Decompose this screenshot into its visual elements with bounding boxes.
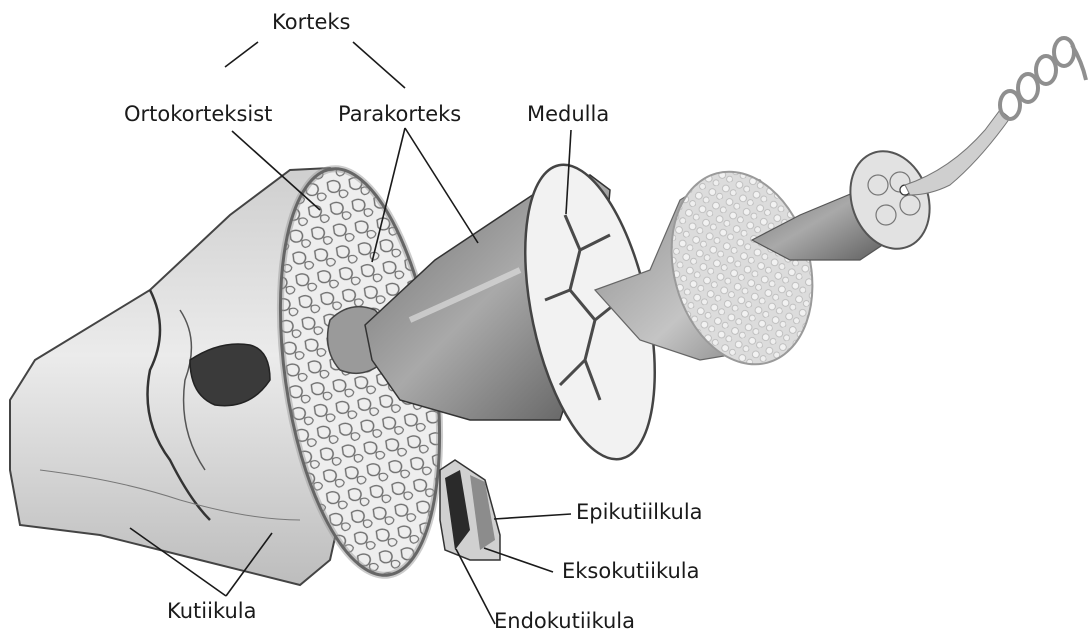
parakorteks-label: Parakorteks bbox=[338, 104, 461, 125]
eksokutiikula-label: Eksokutiikula bbox=[562, 561, 699, 582]
endokutiikula-label: Endokutiikula bbox=[494, 611, 635, 632]
medulla-label: Medulla bbox=[527, 104, 609, 125]
ortokorteksist-label: Ortokorteksist bbox=[124, 104, 272, 125]
epikutiilkula-label: Epikutiilkula bbox=[576, 502, 703, 523]
kutiikula-label: Kutiikula bbox=[167, 601, 256, 622]
korteks-bracket-left bbox=[225, 42, 258, 67]
korteks-bracket-right bbox=[353, 42, 405, 88]
protofibril-coil bbox=[1000, 38, 1074, 119]
parakorteks-leader-2 bbox=[405, 128, 478, 243]
epikutiilkula-leader bbox=[494, 514, 571, 519]
korteks-label: Korteks bbox=[272, 12, 350, 33]
fibril-tail bbox=[905, 110, 1010, 195]
